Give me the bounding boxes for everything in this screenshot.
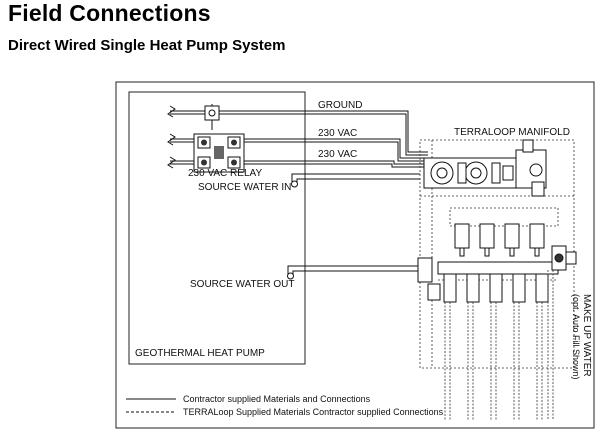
ground-terminal [204, 104, 220, 130]
side-connector [417, 257, 441, 301]
wire-break-marks [167, 105, 176, 169]
ground-wire [170, 110, 428, 156]
source-in-label: SOURCE WATER IN [198, 182, 291, 193]
diagram-frame [115, 81, 595, 429]
loop-lines [444, 270, 554, 420]
page-title: Field Connections [8, 0, 211, 26]
vac-label-1: 230 VAC [318, 128, 357, 139]
source-out-pipe [287, 265, 418, 280]
ground-label: GROUND [318, 100, 362, 111]
auto-fill-label: (opt. Auto Fill Shown) [571, 294, 581, 380]
source-out-label: SOURCE WATER OUT [190, 279, 294, 290]
manifold-label: TERRALOOP MANIFOLD [454, 127, 570, 138]
makeup-water-label: MAKE UP WATER [581, 294, 592, 377]
page-subtitle: Direct Wired Single Heat Pump System [8, 37, 286, 54]
legend-terraloop-label: TERRALoop Supplied Materials Contractor … [183, 407, 444, 417]
vac-label-2: 230 VAC [318, 149, 357, 160]
pump-assembly [423, 157, 517, 189]
valve-assembly [515, 139, 547, 197]
relay-icon [193, 133, 245, 173]
heat-pump-box [128, 91, 306, 365]
relay-label: 230 VAC RELAY [188, 168, 262, 179]
source-in-pipe [291, 173, 420, 188]
heat-pump-label: GEOTHERMAL HEAT PUMP [135, 348, 265, 359]
lower-manifold-valves [437, 261, 559, 303]
legend-contractor-label: Contractor supplied Materials and Connec… [183, 394, 371, 404]
makeup-valve [551, 245, 577, 271]
vac-wires [170, 138, 428, 168]
upper-manifold-valves [454, 223, 545, 257]
